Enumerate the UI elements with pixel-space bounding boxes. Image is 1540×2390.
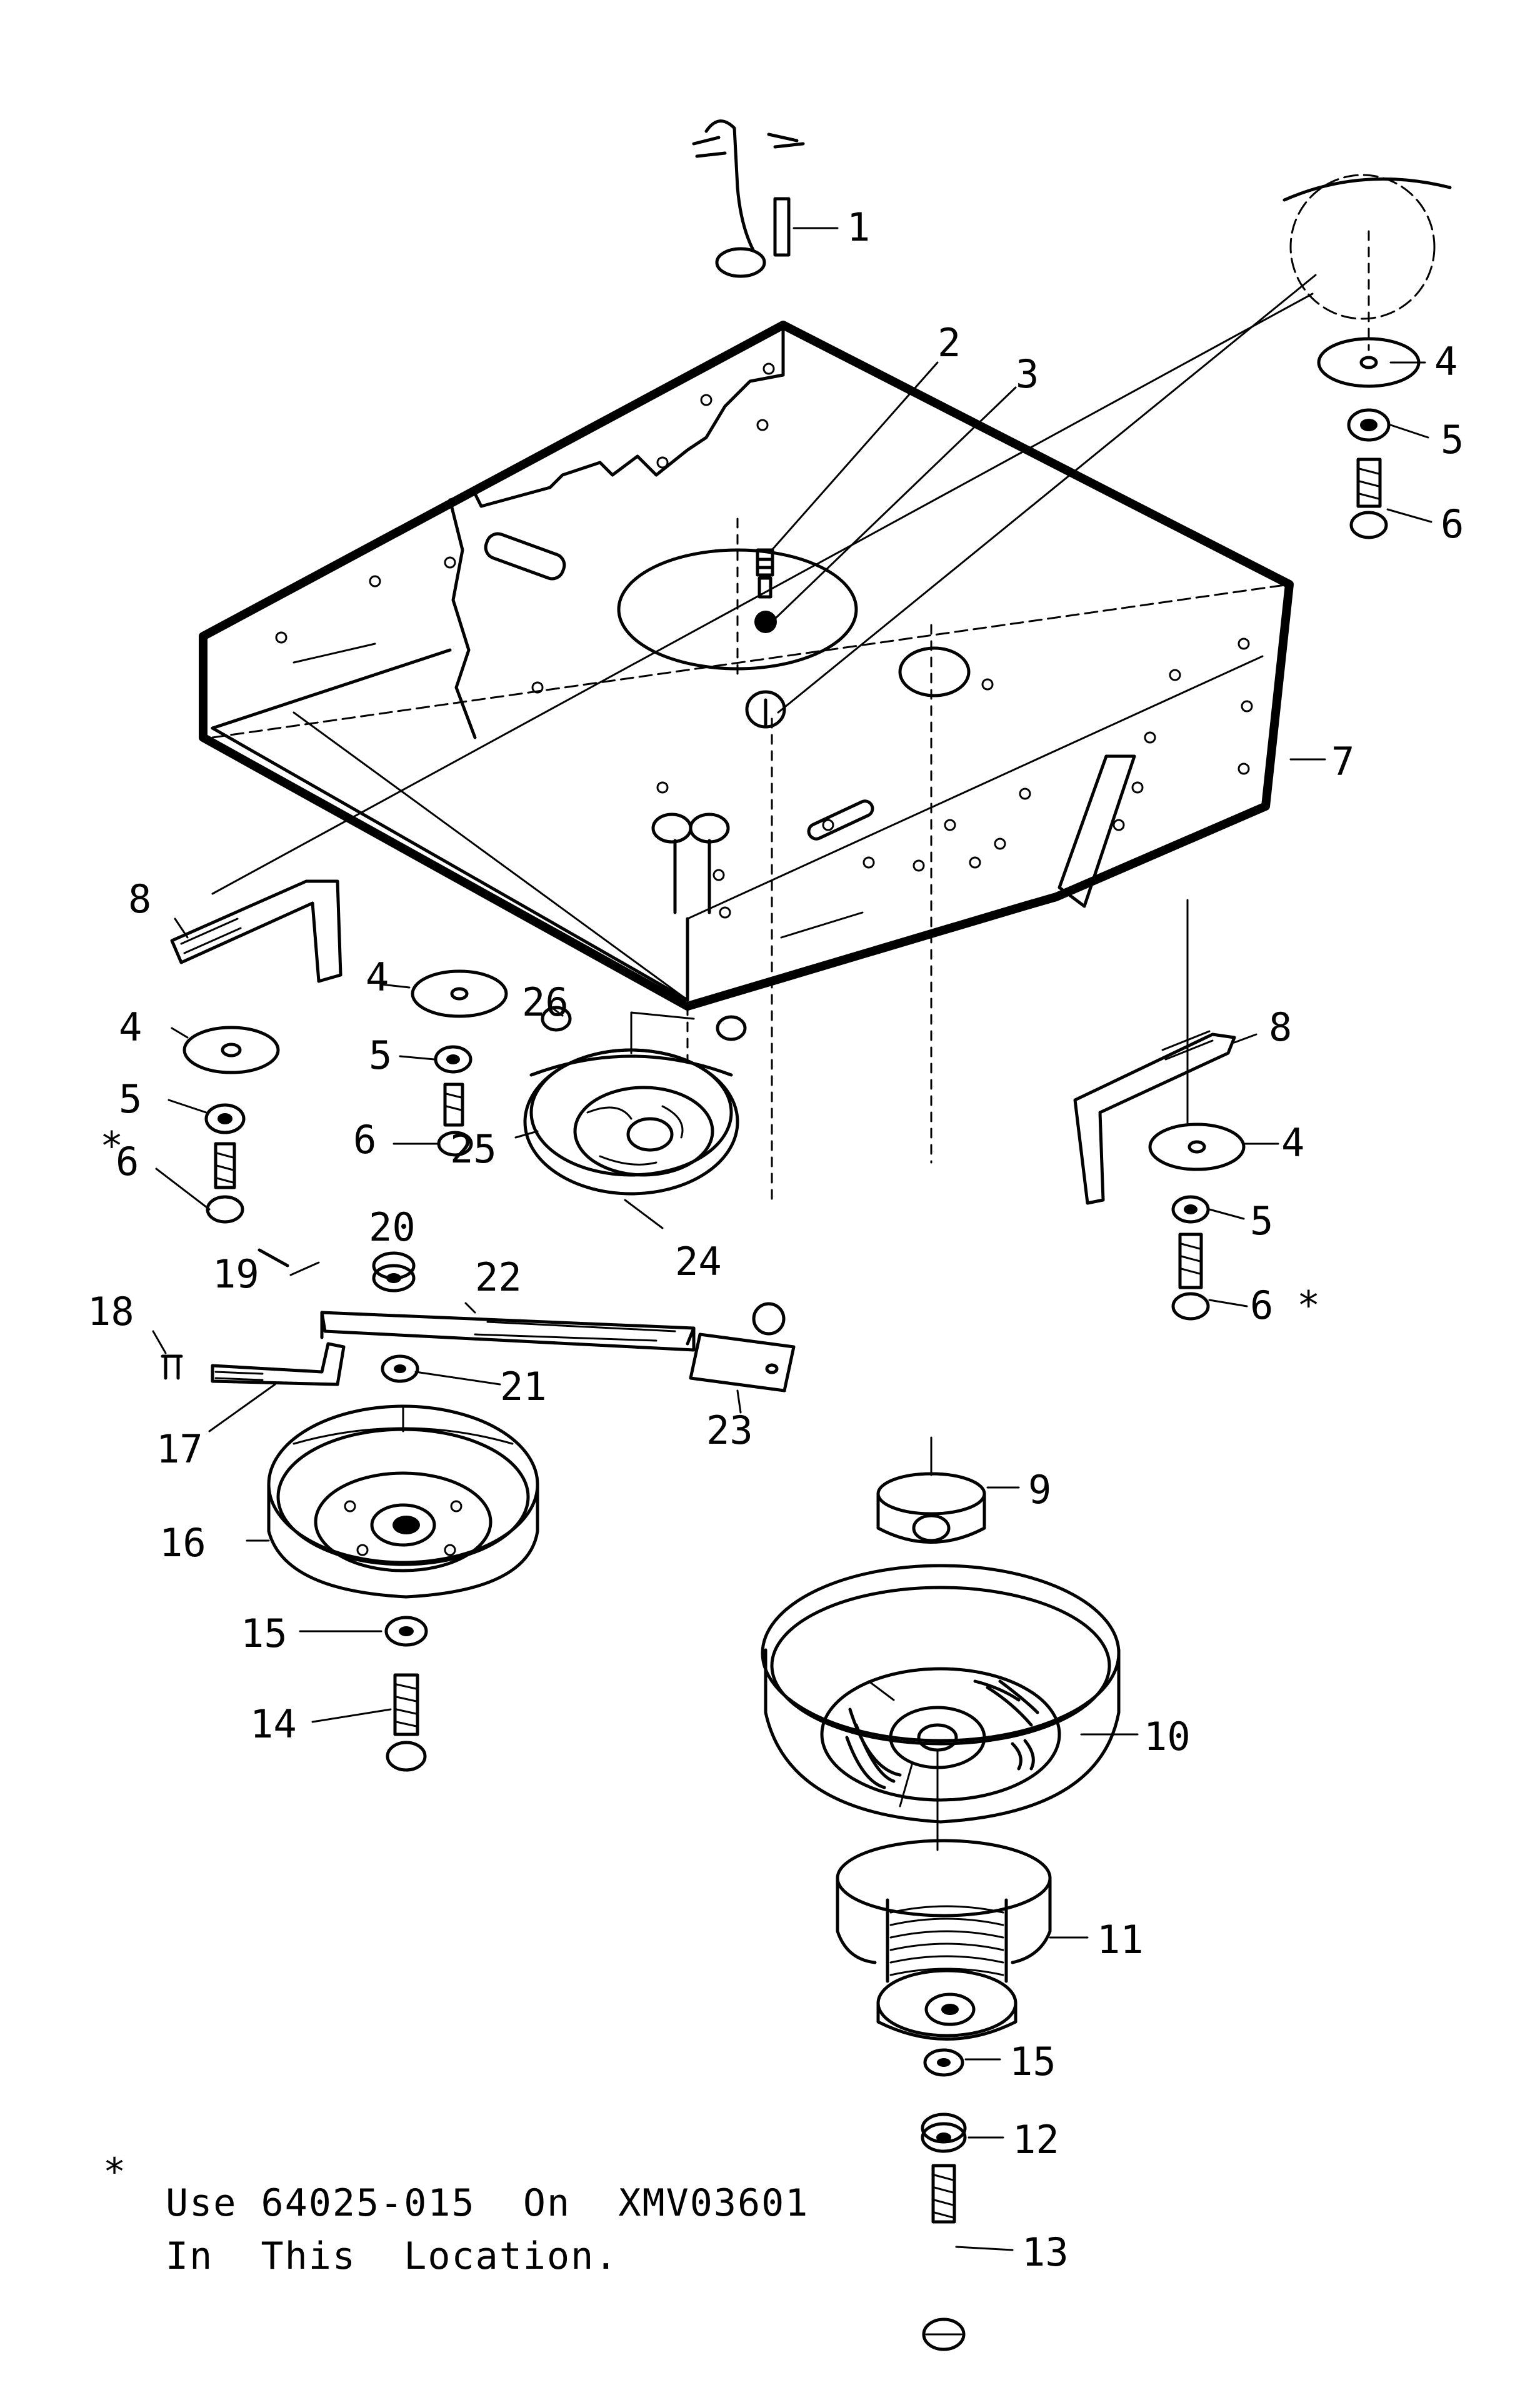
- part-17-rod: [211, 1342, 346, 1386]
- part-8-bracket-right: [1073, 1030, 1236, 1205]
- part-13-bolt: [922, 2164, 966, 2351]
- callout-3: 3: [1016, 351, 1039, 397]
- callout-26: 26: [522, 979, 569, 1025]
- callout-15-right: 15: [1009, 2039, 1056, 2084]
- part-10-large-pulley: [761, 1564, 1121, 1851]
- part-22-idler-arm: [320, 1311, 696, 1352]
- callout-20: 20: [369, 1204, 416, 1250]
- callout-2: 2: [938, 320, 961, 366]
- part-7-deck-housing: [199, 321, 1294, 1201]
- part-24-25-idler-pulley: [523, 1048, 739, 1196]
- callout-6-center: 6: [353, 1117, 376, 1162]
- footnote: * Use 64025-015 On XMV03601 In This Loca…: [103, 2150, 809, 2278]
- left-hardware-stack: [182, 1026, 280, 1224]
- center-left-hardware-stack: [411, 969, 508, 1157]
- part-9-bushing: [876, 1436, 986, 1544]
- part-11-clutch: [836, 1839, 1052, 2041]
- callout-15-left: 15: [241, 1611, 288, 1656]
- callout-4-right: 4: [1281, 1120, 1304, 1166]
- callout-5-center: 5: [369, 1032, 392, 1078]
- part-18-clip: [161, 1354, 183, 1380]
- callout-10: 10: [1144, 1714, 1191, 1759]
- callout-25: 25: [450, 1126, 497, 1172]
- callout-17: 17: [156, 1426, 203, 1472]
- part-20-nut: [372, 1251, 416, 1292]
- leader-lines: [152, 227, 1432, 2251]
- part-19-pin: [258, 1248, 289, 1268]
- callout-22: 22: [475, 1254, 522, 1300]
- footnote-line-2: In This Location.: [166, 2234, 618, 2278]
- callout-19: 19: [212, 1251, 259, 1297]
- part-21-spacer: [381, 1354, 419, 1383]
- part-1-hitch-pin: [692, 119, 805, 278]
- callout-4-right-top: 4: [1434, 339, 1458, 384]
- part-14-bolt: [386, 1673, 427, 1772]
- detail-circle-right: [1282, 174, 1452, 539]
- footnote-line-1: Use 64025-015 On XMV03601: [166, 2181, 809, 2225]
- callout-5-left: 5: [119, 1076, 142, 1122]
- callout-6-right-star: *: [1297, 1282, 1320, 1328]
- callout-6-right-top: 6: [1441, 501, 1464, 547]
- callout-6-left-star: *: [100, 1123, 123, 1169]
- callout-24: 24: [675, 1239, 722, 1284]
- callout-6-right: 6: [1250, 1282, 1273, 1328]
- right-hardware-stack: [1148, 1122, 1246, 1321]
- detail-leader-right: [777, 274, 1317, 714]
- part-5-nut: [1347, 408, 1391, 442]
- callout-11: 11: [1097, 1917, 1144, 1962]
- callout-14: 14: [250, 1701, 297, 1747]
- spindle-bolt: [745, 690, 786, 729]
- callout-7: 7: [1331, 739, 1354, 784]
- part-12-nut: [921, 2112, 967, 2153]
- callout-9: 9: [1028, 1467, 1051, 1512]
- callout-23: 23: [706, 1408, 753, 1453]
- part-3-nut: [754, 611, 777, 633]
- part-16-pulley: [267, 1404, 539, 1599]
- part-6-bolt: [1349, 458, 1388, 539]
- callout-13: 13: [1022, 2229, 1069, 2275]
- part-15-washer-right: [923, 2048, 964, 2077]
- callout-16: 16: [159, 1520, 206, 1566]
- callout-8-left: 8: [128, 876, 151, 922]
- part-8-bracket-left: [170, 879, 342, 983]
- callout-4-center: 4: [366, 954, 389, 1000]
- callout-8-right: 8: [1269, 1004, 1292, 1050]
- footnote-star: *: [103, 2150, 127, 2194]
- callout-12: 12: [1012, 2117, 1059, 2162]
- callout-6-left: 6: [116, 1139, 139, 1184]
- callout-5-right-top: 5: [1441, 417, 1464, 462]
- part-26-nut: [541, 1006, 747, 1054]
- part-23-plate: [689, 1302, 796, 1392]
- callout-21: 21: [500, 1364, 547, 1409]
- callout-4-left: 4: [119, 1004, 142, 1050]
- callout-5-right: 5: [1250, 1198, 1273, 1244]
- callout-1: 1: [847, 204, 870, 250]
- callout-18: 18: [88, 1289, 134, 1334]
- part-15-washer-left: [384, 1616, 428, 1647]
- part-2-bolt: [756, 548, 774, 599]
- detail-leader-left: [211, 292, 1314, 895]
